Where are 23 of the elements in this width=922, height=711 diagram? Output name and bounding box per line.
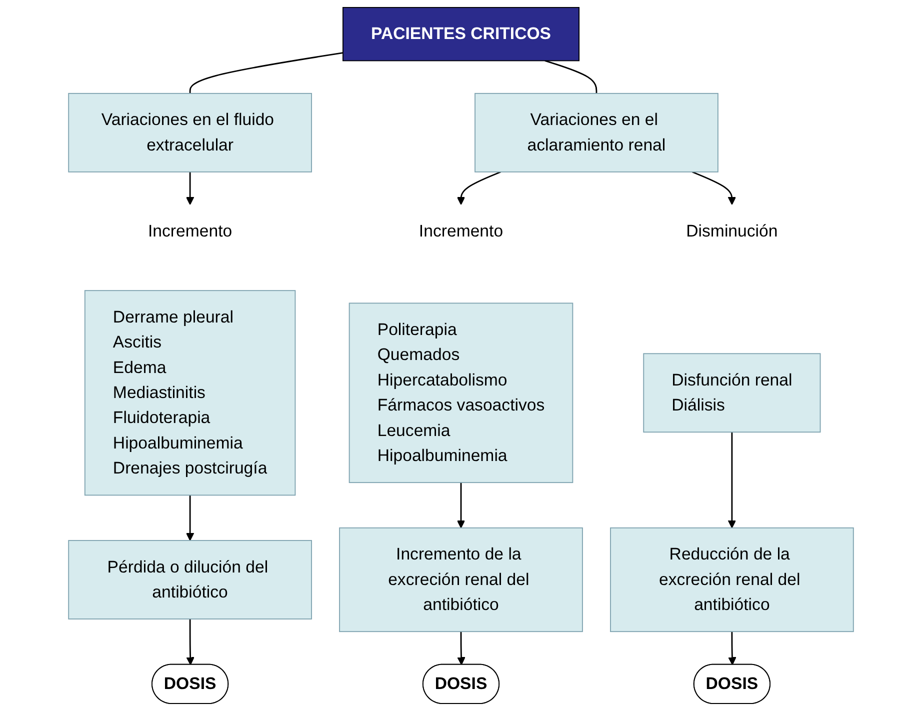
arrow: [186, 172, 194, 205]
arrow: [456, 171, 502, 205]
node-box: PACIENTES CRITICOS: [342, 7, 580, 62]
arrow: [456, 482, 466, 528]
node-box: Derrame pleural Ascitis Edema Mediastinitis Fluidoterapia Hipoalbuminemia Drenajes postcirugía: [84, 290, 296, 496]
arrow: [186, 618, 194, 666]
connector: [544, 60, 598, 94]
connector: [189, 52, 344, 94]
node-box: Disfunción renal Diálisis: [643, 353, 821, 433]
arrow: [457, 632, 466, 666]
arrow: [186, 495, 194, 541]
node-box: Reducción de la excreción renal del antibiótico: [610, 527, 854, 632]
node-box: Pérdida o dilución del antibiótico: [68, 540, 312, 620]
node-box: Incremento de la excreción renal del antibiótico: [339, 527, 583, 632]
arrow: [728, 632, 736, 666]
node-box: Variaciones en el fluido extracelular: [68, 92, 312, 172]
node-box: Variaciones en el aclaramiento renal: [474, 92, 718, 172]
arrow: [728, 432, 736, 528]
node-box: Politerapia Quemados Hipercatabolismo Fármacos vasoactivos Leucemia Hipoalbuminemia: [348, 302, 574, 484]
node-text: Incremento: [418, 221, 504, 240]
arrow: [692, 171, 736, 205]
node-text: Incremento: [148, 221, 232, 240]
node-text: Disminución: [686, 221, 778, 240]
